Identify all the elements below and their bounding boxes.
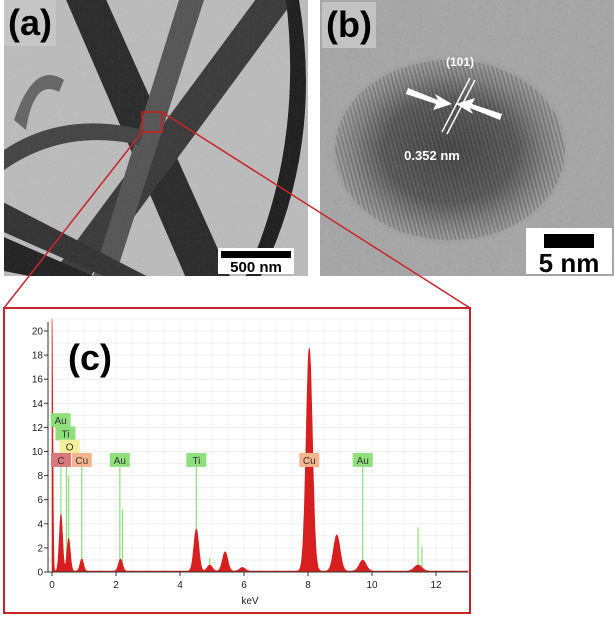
y-tick-label: 16 <box>32 375 44 386</box>
element-label: Cu <box>299 452 320 467</box>
element-label-box <box>50 413 71 428</box>
arrow-right-icon <box>406 88 452 110</box>
element-label: Au <box>50 413 71 428</box>
element-label-box <box>59 439 80 454</box>
x-tick-label: 0 <box>49 580 55 591</box>
scale-bar-line <box>544 234 594 248</box>
element-label-box <box>50 452 71 467</box>
y-tick-label: 4 <box>37 519 43 530</box>
panel-label-c: (c) <box>68 337 112 378</box>
y-tick-label: 12 <box>32 423 44 434</box>
panel-label-b: (b) <box>322 2 376 48</box>
x-tick-label: 12 <box>430 580 442 591</box>
element-label-box <box>299 452 320 467</box>
y-tick-label: 0 <box>37 568 43 579</box>
element-label: Cu <box>71 452 92 467</box>
element-label-box <box>186 452 207 467</box>
x-tick-label: 4 <box>177 580 183 591</box>
y-tick-label: 2 <box>37 543 43 554</box>
x-tick-label: 6 <box>241 580 247 591</box>
y-tick-label: 6 <box>37 495 43 506</box>
element-label-text: Au <box>357 456 369 467</box>
element-label: Au <box>352 452 373 467</box>
element-label: O <box>59 439 80 454</box>
scale-bar-label: 5 nm <box>538 248 600 276</box>
element-label-text: Ti <box>61 429 69 440</box>
y-tick-label: 18 <box>32 351 44 362</box>
element-label-text: C <box>57 456 64 467</box>
plane-label: (101) <box>446 55 474 69</box>
x-axis-label: keV <box>241 596 259 607</box>
y-tick-label: 20 <box>32 327 44 338</box>
element-label-text: Au <box>114 456 126 467</box>
element-label-text: Cu <box>303 456 316 467</box>
panel-label-a: (a) <box>4 0 56 46</box>
element-label: C <box>50 452 71 467</box>
y-tick-label: 8 <box>37 471 43 482</box>
element-label: Au <box>109 452 130 467</box>
arrow-left-icon <box>456 98 502 120</box>
spectrum-area <box>51 318 469 573</box>
element-label-box <box>71 452 92 467</box>
element-label-text: O <box>66 443 74 454</box>
element-label-box <box>55 426 76 441</box>
scale-bar-b: 5 nm <box>526 228 612 276</box>
x-tick-label: 2 <box>113 580 119 591</box>
x-tick-label: 8 <box>305 580 311 591</box>
x-tick-label: 10 <box>366 580 378 591</box>
element-label-box <box>109 452 130 467</box>
element-label-text: Cu <box>75 456 88 467</box>
element-label: Ti <box>55 426 76 441</box>
element-label-text: Au <box>55 416 67 427</box>
y-tick-label: 10 <box>32 447 44 458</box>
element-label-text: Ti <box>192 456 200 467</box>
element-label: Ti <box>186 452 207 467</box>
element-label-box <box>352 452 373 467</box>
y-tick-label: 14 <box>32 399 44 410</box>
